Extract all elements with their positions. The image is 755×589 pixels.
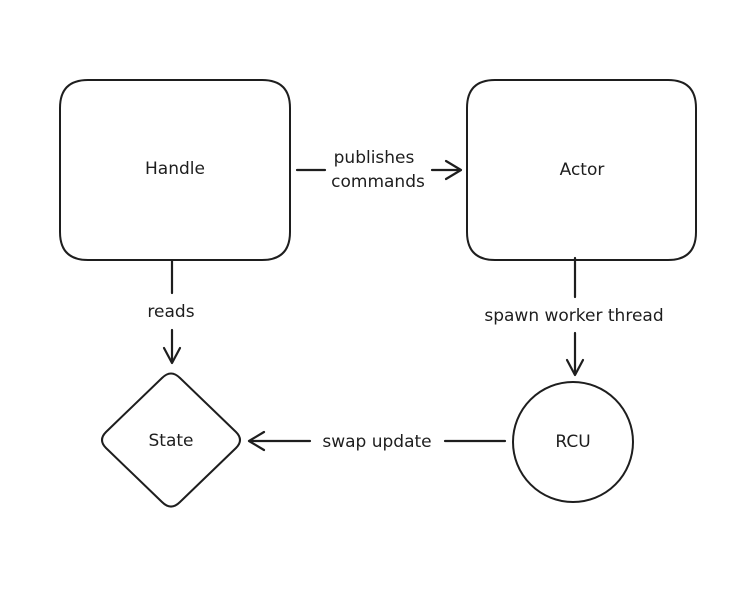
- node-handle-box: [59, 79, 291, 261]
- edge-handle-state[interactable]: reads: [147, 259, 195, 365]
- edge-rcu-state-arrowhead: [247, 430, 266, 452]
- node-rcu-circle: [512, 381, 634, 503]
- node-handle-label: Handle: [145, 159, 205, 179]
- edge-handle-actor[interactable]: publishes commands: [295, 148, 463, 192]
- node-actor[interactable]: Actor: [466, 79, 697, 261]
- node-actor-box: [466, 79, 697, 261]
- node-state[interactable]: State: [101, 372, 241, 508]
- edge-handle-state-label: reads: [147, 302, 194, 322]
- node-handle[interactable]: Handle: [59, 79, 291, 261]
- edge-handle-actor-label-line1: publishes: [334, 148, 415, 168]
- node-state-diamond: [101, 372, 241, 508]
- node-rcu-label: RCU: [555, 432, 590, 452]
- edge-handle-actor-arrowhead: [444, 159, 463, 181]
- edge-actor-rcu-label: spawn worker thread: [484, 306, 663, 326]
- edge-handle-actor-label-line2: commands: [331, 172, 425, 192]
- edge-handle-state-arrowhead: [162, 346, 182, 365]
- edge-actor-rcu[interactable]: spawn worker thread: [484, 256, 664, 377]
- node-actor-label: Actor: [560, 160, 605, 180]
- edge-rcu-state[interactable]: swap update: [247, 430, 507, 452]
- node-rcu[interactable]: RCU: [512, 381, 634, 503]
- edge-rcu-state-label: swap update: [322, 432, 431, 452]
- node-state-label: State: [149, 431, 194, 451]
- edge-actor-rcu-arrowhead: [565, 358, 585, 377]
